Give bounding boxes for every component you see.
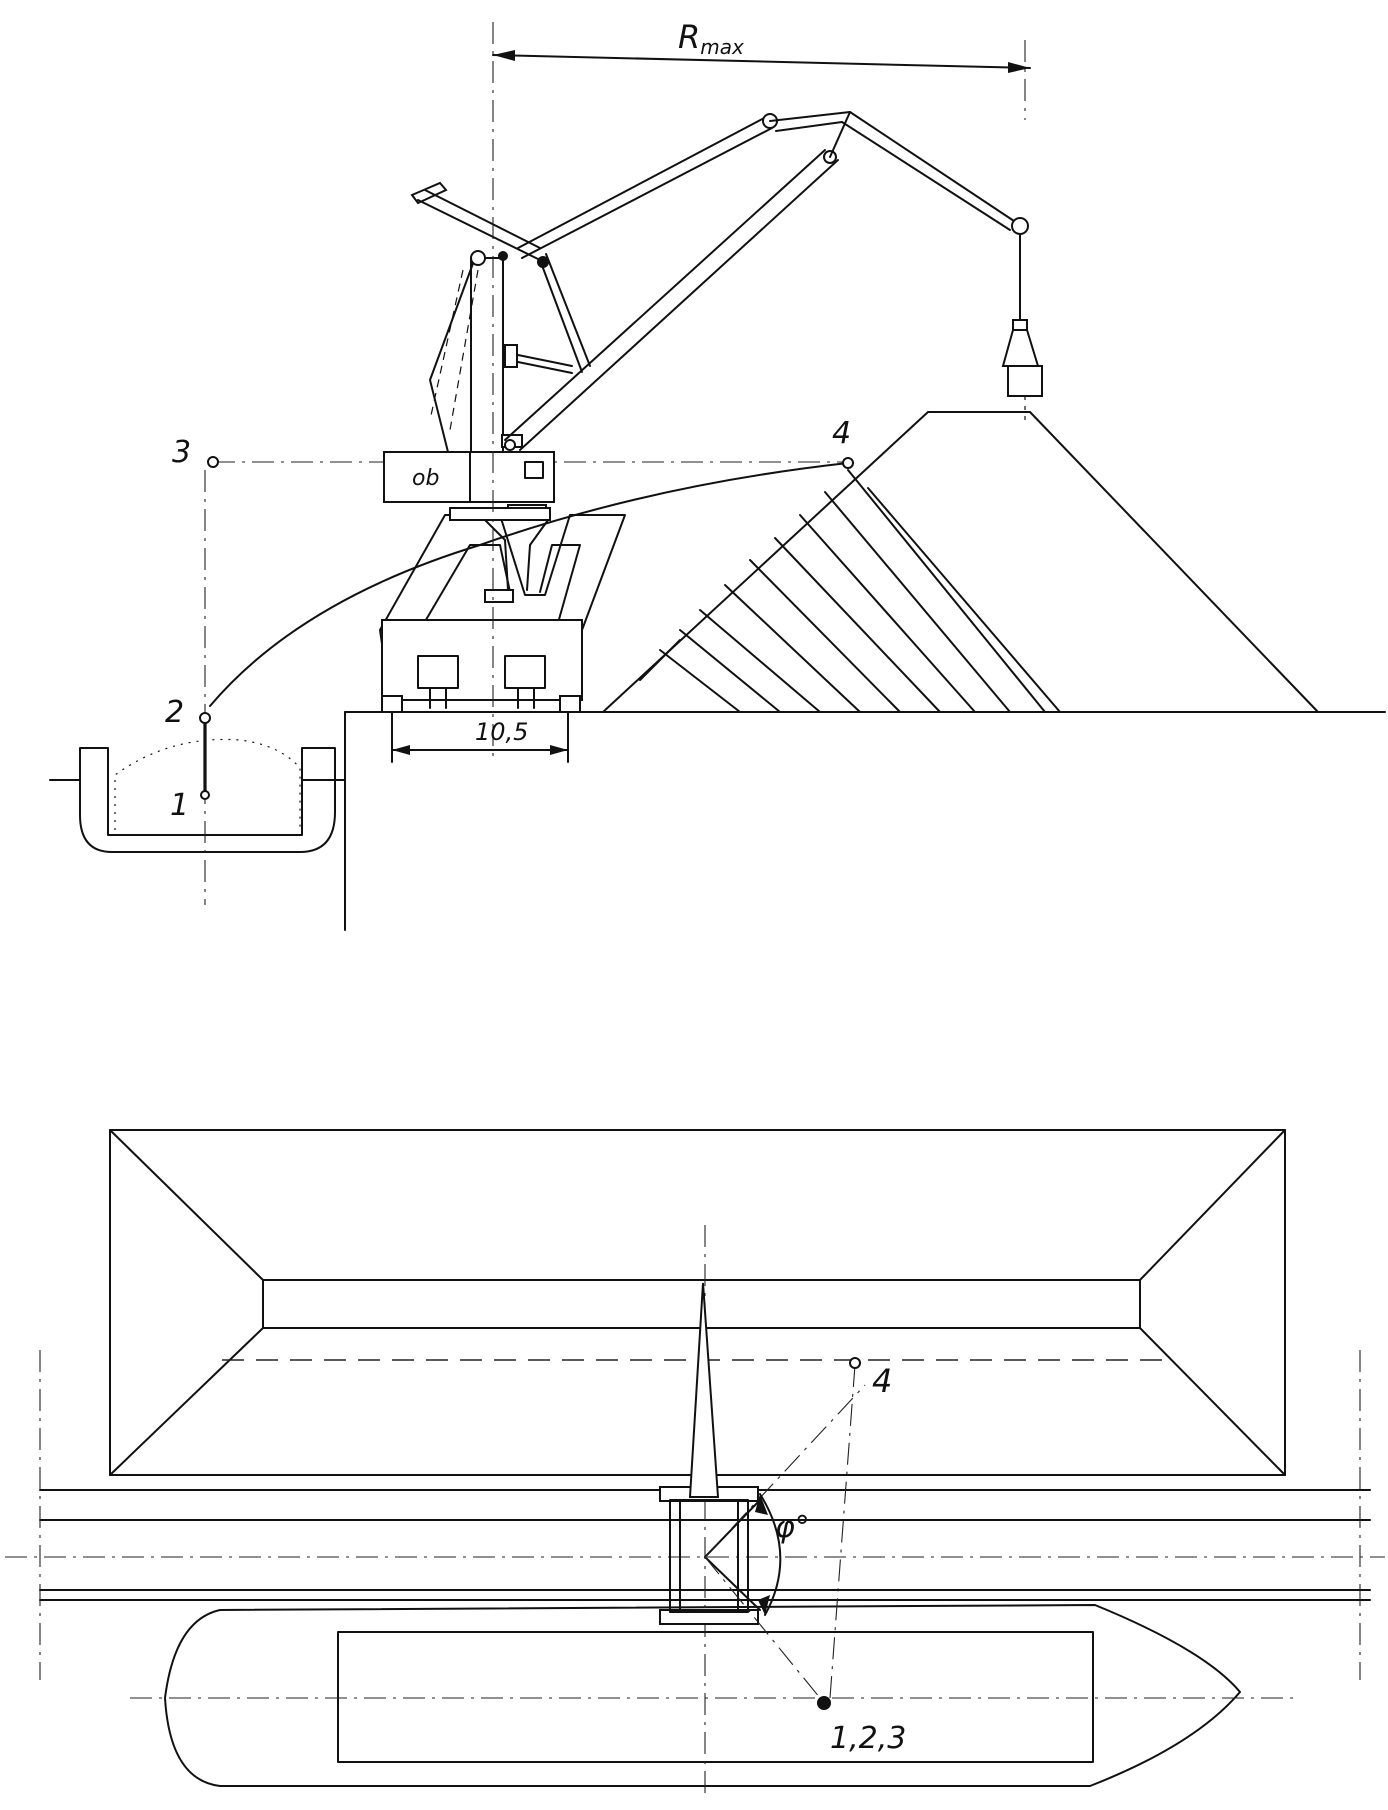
point-2-label: 2 (165, 695, 184, 730)
point-1-label: 1 (170, 788, 189, 823)
machine-house (383, 451, 555, 591)
points-123-plan-marker (817, 1696, 831, 1710)
hook-block (1001, 233, 1043, 425)
stockpile-hatching (639, 469, 1061, 713)
r-max-label: Rmax (678, 18, 744, 59)
jib (517, 111, 1029, 259)
crane-portal (379, 514, 626, 713)
bogie-right (504, 655, 546, 689)
side-elevation: Rmax 10,5 1 2 3 4 ob (49, 18, 1386, 931)
point-4-plan-marker (849, 1357, 861, 1369)
stockpile (602, 411, 1319, 713)
slew-lines (704, 1364, 866, 1699)
track-dimension (391, 711, 569, 763)
point-3-label: 3 (172, 435, 191, 470)
bogie-left (417, 655, 459, 689)
angle-arc (759, 1493, 782, 1616)
plan-view: 4 φ° 1,2,3 (5, 1129, 1385, 1800)
point-4-plan-label: 4 (872, 1362, 892, 1400)
ship-hull-section (49, 738, 346, 853)
cabin-window (524, 461, 544, 479)
point-3-marker (207, 456, 219, 468)
tie-rod (537, 253, 591, 373)
point-2-marker (199, 712, 211, 724)
points-123-plan-label: 1,2,3 (830, 1721, 906, 1756)
cab-mark-label: ob (412, 466, 439, 491)
angle-label: φ° (775, 1510, 810, 1545)
dimension-width-label: 10,5 (475, 718, 528, 746)
ship-plan (130, 1604, 1300, 1787)
crane-plan (659, 1225, 761, 1800)
point-4-side-label: 4 (832, 416, 851, 451)
boom-plan (688, 1282, 720, 1498)
point-4-marker (842, 457, 854, 469)
counterweight-arm (410, 181, 541, 266)
r-max-dimension (492, 50, 1031, 73)
quay-wall (344, 711, 1386, 931)
main-boom (504, 149, 839, 451)
portal-beam (381, 619, 583, 701)
cargo-heap (114, 738, 301, 830)
point-1-marker (200, 790, 210, 800)
